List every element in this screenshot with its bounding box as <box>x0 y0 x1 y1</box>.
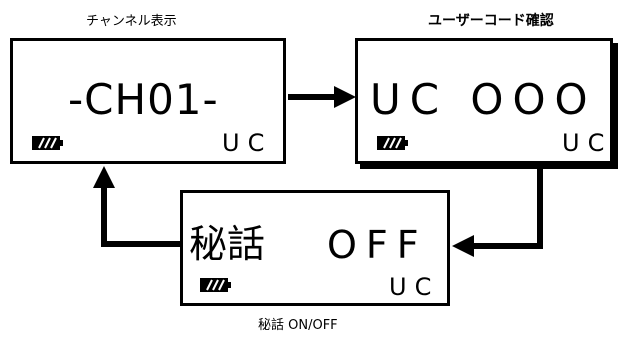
arrow-icon <box>93 166 180 247</box>
user-code-main-text: UC OOO <box>370 75 597 124</box>
arrow-icon <box>288 86 356 108</box>
lcd-secret-talk: 秘話 OFF UC <box>180 190 450 306</box>
caption-user-code-confirm: ユーザーコード確認 <box>428 13 554 29</box>
channel-sub-text: UC <box>222 129 273 157</box>
caption-secret-talk-onoff: 秘話 ON/OFF <box>258 318 338 333</box>
secret-talk-sub-text: UC <box>389 273 440 301</box>
lcd-user-code: UC OOO UC <box>355 38 613 164</box>
channel-main-text: -CH01- <box>68 75 219 124</box>
battery-icon <box>32 136 63 150</box>
battery-icon <box>200 278 231 292</box>
arrow-icon <box>452 164 543 257</box>
lcd-channel-display: -CH01- UC <box>10 38 286 164</box>
secret-talk-value: OFF <box>327 223 428 267</box>
secret-talk-label: 秘話 <box>189 222 266 266</box>
caption-channel-display: チャンネル表示 <box>86 14 177 29</box>
user-code-sub-text: UC <box>562 129 613 157</box>
battery-icon <box>377 136 408 150</box>
